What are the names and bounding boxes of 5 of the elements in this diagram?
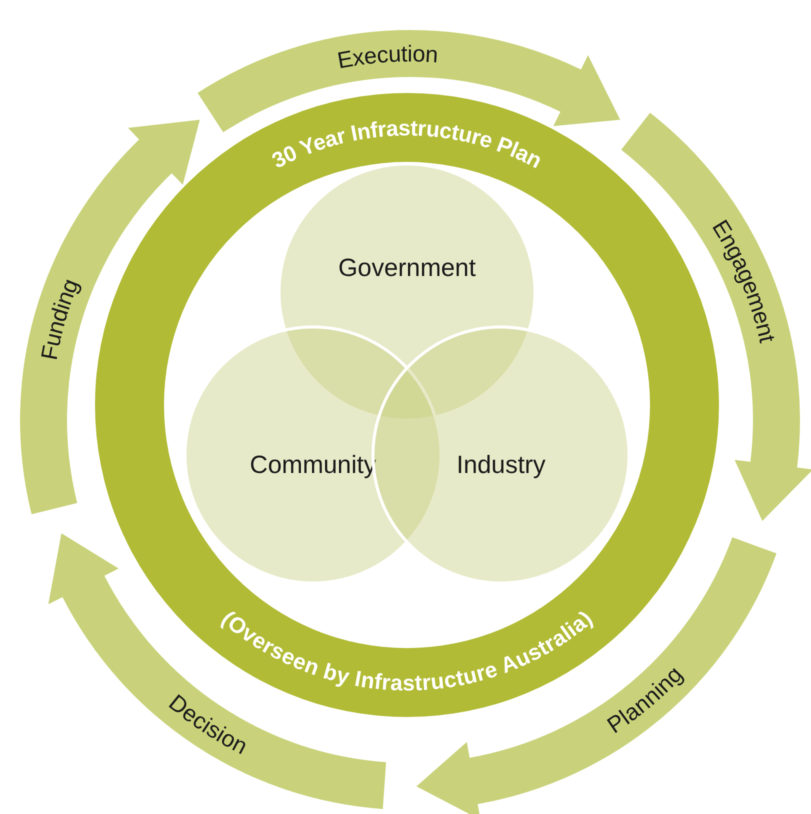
circle-label: Government: [338, 254, 476, 282]
arrow-label: Execution: [335, 40, 439, 74]
circle-label: Industry: [456, 451, 546, 479]
circle-label: Community: [250, 451, 376, 479]
ring-title: 30 Year Infrastructure Plan: [268, 114, 546, 173]
